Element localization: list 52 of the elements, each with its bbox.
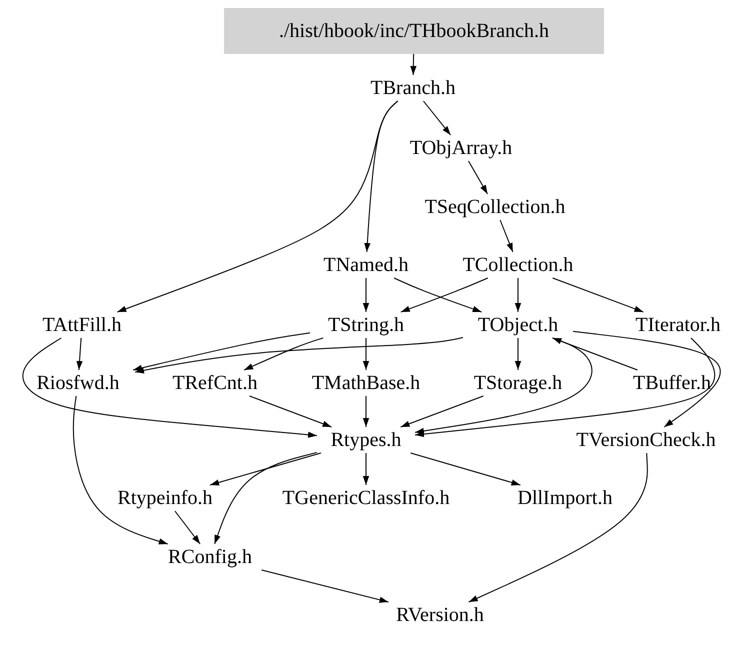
arrow <box>572 330 721 428</box>
arrow <box>514 278 522 312</box>
arrow <box>552 338 638 370</box>
arrow <box>362 452 370 486</box>
file-label: TStorage.h <box>458 370 578 396</box>
file-label: TMathBase.h <box>294 370 438 396</box>
arrow <box>468 452 648 602</box>
arrow <box>514 338 522 370</box>
arrow <box>414 338 716 438</box>
file-label: Rtypeinfo.h <box>100 485 230 511</box>
file-box: ./hist/hbook/inc/THbookBranch.h <box>224 8 604 54</box>
arrow <box>362 396 370 428</box>
arrow <box>132 332 310 371</box>
arrow <box>116 100 398 312</box>
file-label: TNamed.h <box>310 252 422 278</box>
arrow <box>552 278 644 312</box>
arrow <box>244 338 324 370</box>
file-label: TVersionCheck.h <box>554 427 738 453</box>
arrow <box>468 160 488 194</box>
file-label: TCollection.h <box>442 252 594 278</box>
file-label: TAttFill.h <box>27 312 137 338</box>
arrow <box>134 337 464 374</box>
file-label: TString.h <box>310 312 422 338</box>
arrow <box>76 338 83 370</box>
file-label: TObjArray.h <box>391 135 531 161</box>
file-label: TSeqCollection.h <box>400 194 590 220</box>
arrow <box>174 510 201 544</box>
file-label: Rtypes.h <box>317 427 415 453</box>
arrow <box>22 338 318 438</box>
arrow <box>362 278 370 312</box>
arrow <box>362 338 370 370</box>
file-label: TBuffer.h <box>619 370 725 396</box>
arrow <box>214 452 318 544</box>
arrow <box>422 100 452 136</box>
file-label: DllImport.h <box>500 485 630 511</box>
arrow <box>261 570 389 603</box>
file-label: Riosfwd.h <box>21 370 135 396</box>
file-label: RConfig.h <box>153 544 267 570</box>
arrow <box>410 452 521 486</box>
arrow <box>72 396 168 544</box>
arrow <box>210 452 322 486</box>
file-label: TRefCnt.h <box>158 370 272 396</box>
file-label: TIterator.h <box>616 312 740 338</box>
arrow <box>414 338 592 434</box>
file-label: TBranch.h <box>353 75 473 101</box>
file-label: TObject.h <box>463 312 573 338</box>
arrow <box>500 220 514 252</box>
file-label: TGenericClassInfo.h <box>255 485 477 511</box>
arrow <box>410 54 417 76</box>
file-label: RVersion.h <box>381 602 499 628</box>
arrow <box>248 396 332 428</box>
arrow <box>400 396 484 428</box>
